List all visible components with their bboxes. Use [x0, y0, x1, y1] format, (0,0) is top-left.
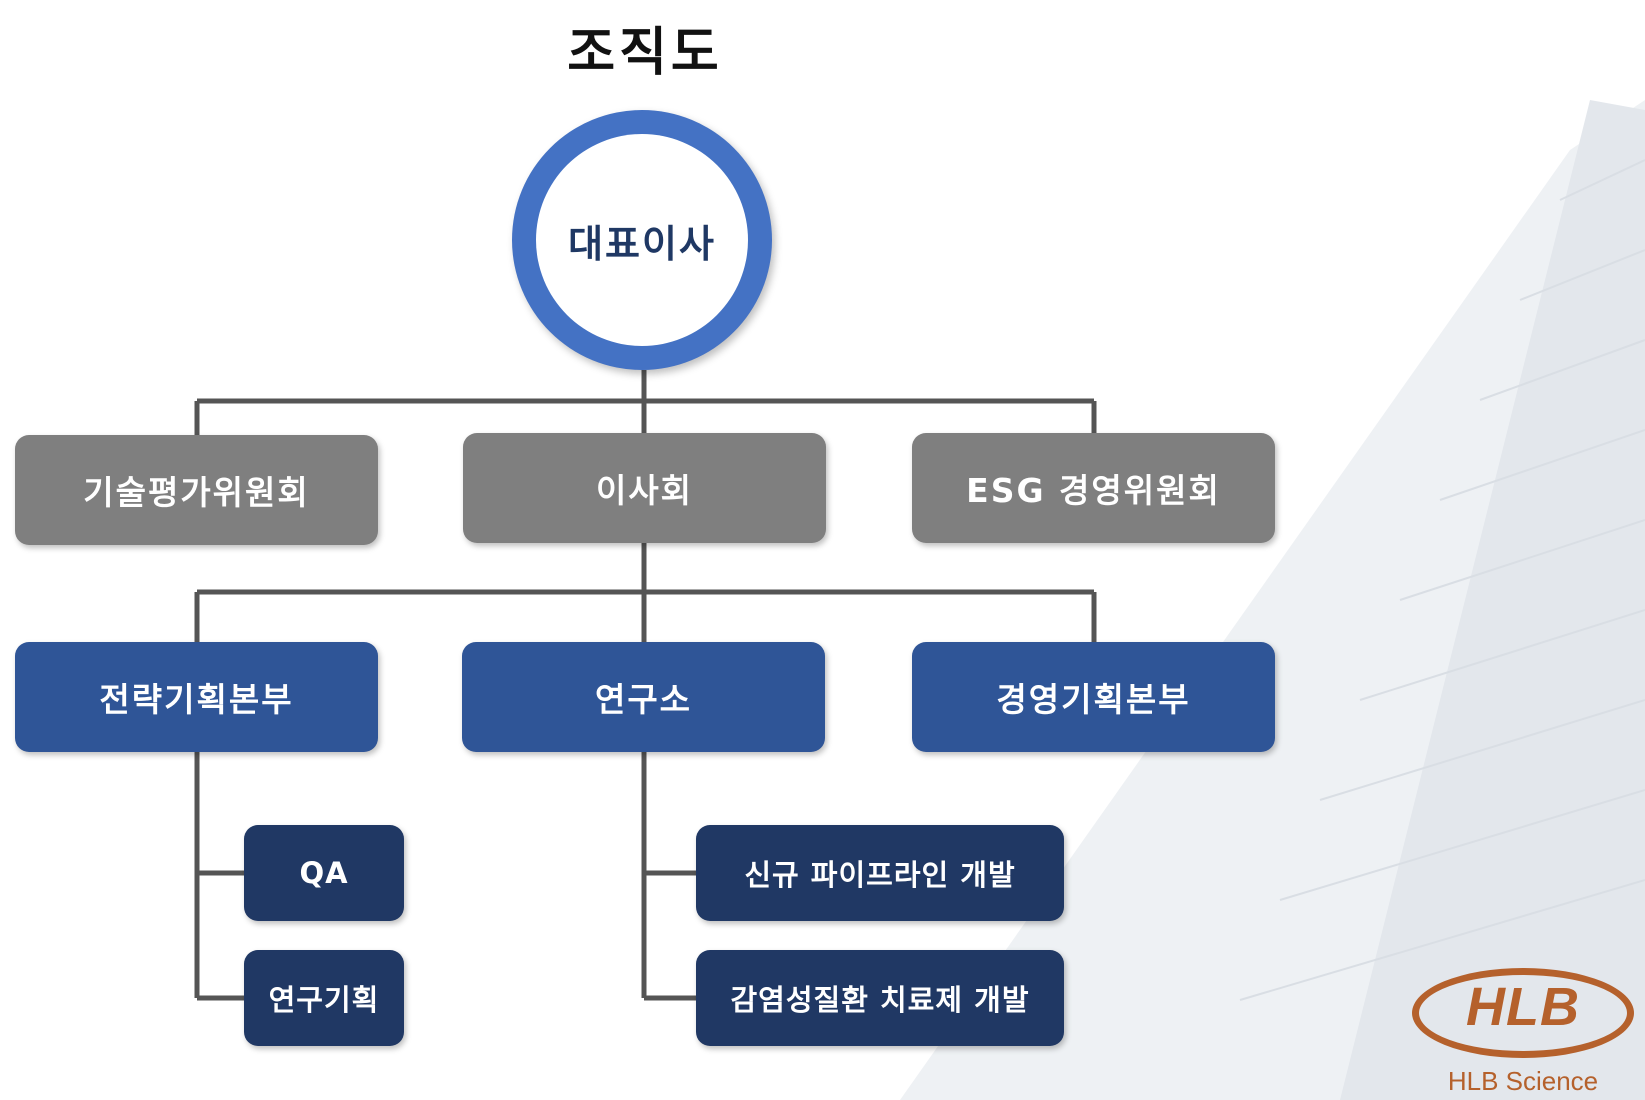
page-title: 조직도	[567, 23, 723, 83]
team-label: 신규 파이프라인 개발	[744, 858, 1016, 892]
team-qa[interactable]: QA	[244, 825, 404, 921]
committee-label: 기술평가위원회	[83, 473, 310, 512]
hlb-logo: HLB HLB Science	[1412, 968, 1634, 1098]
committee-board[interactable]: 이사회	[463, 433, 826, 543]
team-label: QA	[299, 856, 349, 890]
division-label: 전략기획본부	[99, 680, 294, 719]
logo-mark: HLB	[1466, 977, 1580, 1037]
division-label: 경영기획본부	[996, 680, 1191, 719]
team-infectious-disease[interactable]: 감염성질환 치료제 개발	[696, 950, 1064, 1046]
team-label: 감염성질환 치료제 개발	[730, 983, 1030, 1017]
committee-tech-evaluation[interactable]: 기술평가위원회	[15, 435, 378, 545]
division-management[interactable]: 경영기획본부	[912, 642, 1275, 752]
logo-ring-icon	[1412, 968, 1634, 1058]
team-new-pipeline[interactable]: 신규 파이프라인 개발	[696, 825, 1064, 921]
committee-label: ESG 경영위원회	[966, 471, 1221, 510]
team-label: 연구기획	[268, 983, 380, 1017]
committee-label: 이사회	[595, 471, 694, 510]
ceo-node[interactable]: 대표이사	[512, 110, 772, 370]
team-research-planning[interactable]: 연구기획	[244, 950, 404, 1046]
logo-subtitle: HLB Science	[1447, 1066, 1599, 1096]
division-strategy[interactable]: 전략기획본부	[15, 642, 378, 752]
division-label: 연구소	[594, 680, 693, 719]
division-research[interactable]: 연구소	[462, 642, 825, 752]
committee-esg[interactable]: ESG 경영위원회	[912, 433, 1275, 543]
ceo-label: 대표이사	[536, 134, 748, 346]
